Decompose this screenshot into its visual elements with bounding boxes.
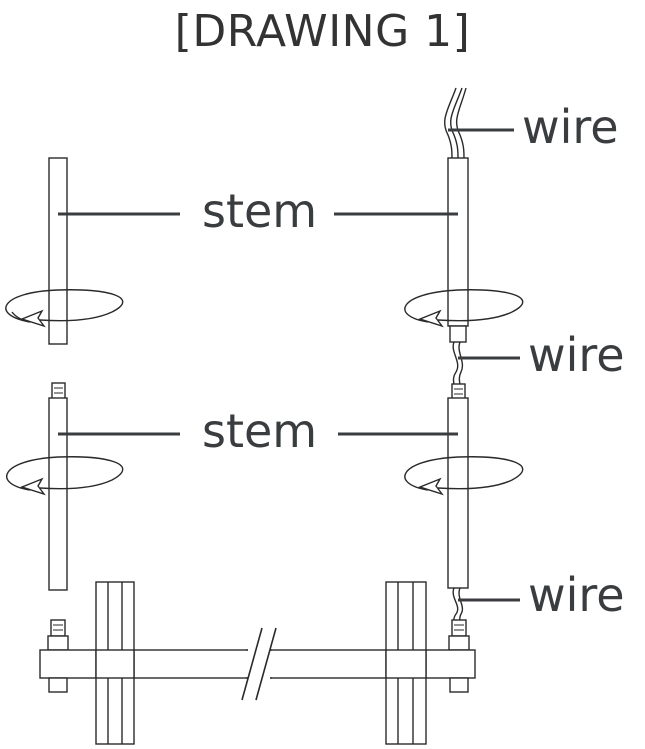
label-wire-top: wire xyxy=(522,100,619,154)
rotation-arrow-left-lower-icon xyxy=(6,456,124,496)
rotation-arrow-right-upper-icon xyxy=(404,289,524,328)
wire-top-strands xyxy=(444,87,467,159)
left-connector-top xyxy=(51,382,66,400)
right-support-post xyxy=(385,581,427,745)
right-lower-stem xyxy=(447,397,469,589)
left-upper-stem xyxy=(48,157,68,345)
label-stem-upper: stem xyxy=(202,184,318,238)
label-wire-middle: wire xyxy=(528,328,625,382)
rotation-arrow-left-upper-icon xyxy=(5,289,124,328)
wire-middle-strands xyxy=(452,341,464,387)
wire-bottom-strands xyxy=(452,587,464,623)
label-stem-lower: stem xyxy=(202,404,318,458)
rotation-arrow-right-lower-icon xyxy=(404,456,524,496)
label-wire-bottom: wire xyxy=(528,568,625,622)
base-bar-break-mark xyxy=(241,627,277,701)
right-base-connector xyxy=(448,619,470,651)
left-lower-stem xyxy=(48,397,68,591)
left-support-post xyxy=(95,581,135,745)
left-base-connector xyxy=(47,619,69,651)
drawing-title: [DRAWING 1] xyxy=(174,6,471,57)
right-base-foot xyxy=(449,677,469,693)
left-base-foot xyxy=(48,677,68,693)
right-upper-stem xyxy=(447,157,469,343)
